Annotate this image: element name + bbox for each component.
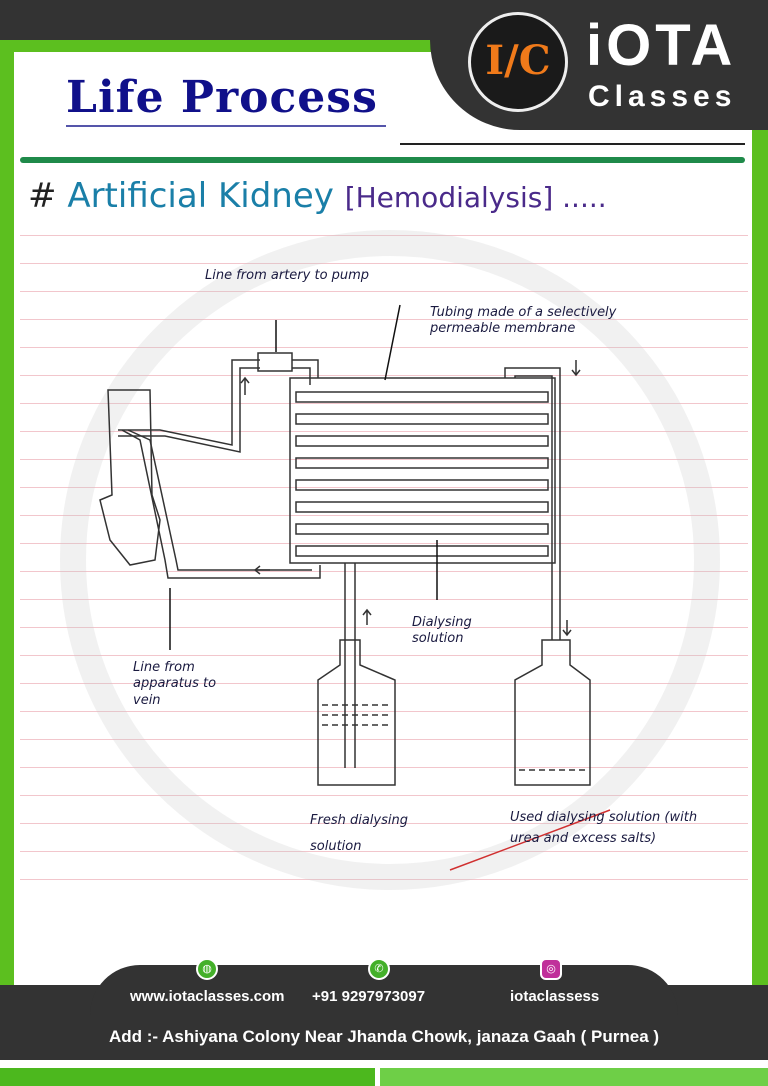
instagram-icon: ◎ [540,958,562,980]
globe-icon: ◍ [196,958,218,980]
fresh-bottle [317,639,396,786]
instagram-handle[interactable]: iotaclassess [510,988,600,1005]
brand-name: iOTA [586,13,737,78]
phone-icon: ✆ [368,958,390,980]
label-tubing: Tubing made of a selectively permeable m… [430,305,617,337]
dialyser [289,377,556,564]
heading-main: Artificial Kidney [67,176,334,216]
section-heading: # Artificial Kidney [Hemodialysis] ..... [28,176,607,216]
pump [257,352,293,372]
label-artery-line: Line from artery to pump [205,268,370,283]
page-title: Life Process [66,72,386,127]
used-bottle [514,639,591,786]
label-vein-line: Line from apparatus to vein [133,660,217,708]
membrane-tubes [295,391,549,557]
green-divider [20,157,745,163]
heading-hash: # [28,176,57,216]
arm-drawing [99,389,161,566]
bottom-stripe [0,1068,375,1086]
label-dialysing-solution: Dialysing solution [412,615,472,647]
logo-mark: I/C [485,37,551,84]
address: Add :- Ashiyana Colony Near Jhanda Chowk… [108,1027,660,1046]
phone-number[interactable]: +91 9297973097 [312,988,426,1005]
brand-sub: Classes [588,80,737,113]
label-fresh-solution: Fresh dialysing solution [310,813,408,854]
used-line [504,367,561,640]
bottom-stripe [380,1068,768,1086]
heading-sub: [Hemodialysis] ..... [344,181,607,214]
vein-line [121,429,321,579]
label-used-solution: Used dialysing solution (with urea and e… [510,810,698,846]
fresh-line [344,563,356,768]
website-link[interactable]: www.iotaclasses.com [130,988,285,1005]
logo: I/C [468,12,568,112]
divider [400,143,745,145]
